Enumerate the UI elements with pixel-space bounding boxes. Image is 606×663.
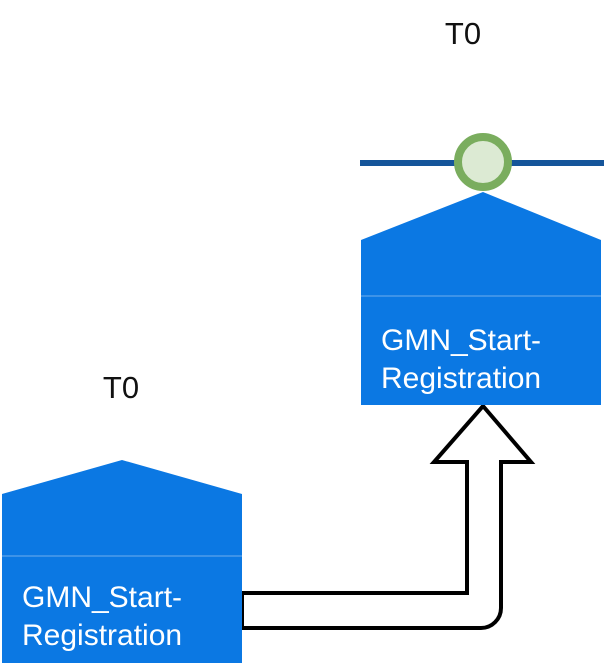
message-arrow-shape[interactable] [240, 402, 536, 630]
message-arrow-connector[interactable] [240, 402, 536, 630]
target-node-group[interactable]: GMN_Start- Registration T0 [360, 16, 604, 405]
source-node-time-label: T0 [103, 370, 139, 405]
event-marker-circle[interactable] [454, 133, 512, 191]
target-node-time-label: T0 [445, 16, 481, 51]
source-node-label-line2: Registration [22, 619, 182, 652]
target-node-label-line1: GMN_Start- [381, 324, 541, 357]
source-node-group[interactable]: GMN_Start- Registration T0 [2, 370, 242, 663]
target-node-label-line2: Registration [381, 362, 541, 395]
target-node-pentagon[interactable] [361, 192, 601, 405]
source-node-pentagon[interactable] [2, 460, 242, 663]
source-node-label-line1: GMN_Start- [22, 581, 182, 614]
